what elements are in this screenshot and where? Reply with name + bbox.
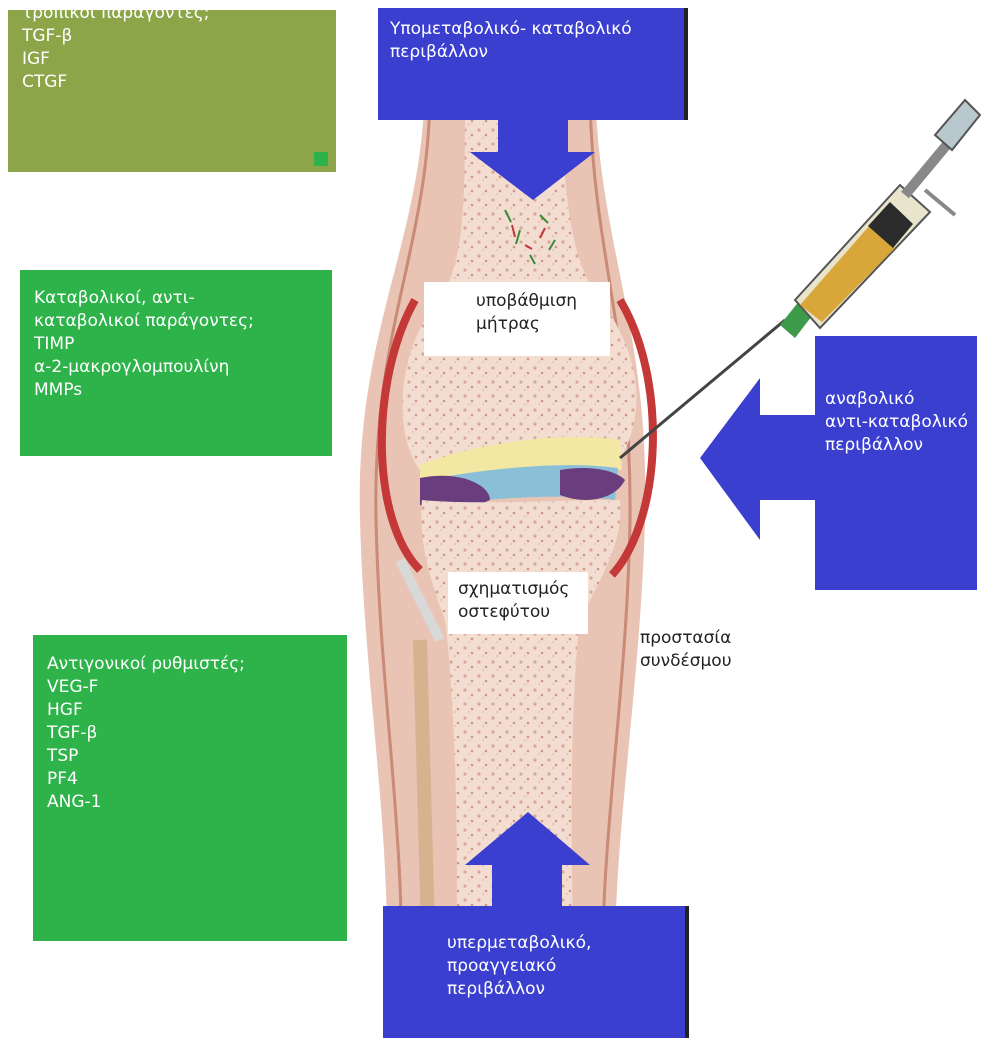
catabolic-item: α-2-μακρογλομπουλίνη bbox=[34, 356, 332, 379]
catabolic-heading-cont: καταβολικοί παράγοντες; bbox=[34, 310, 332, 333]
right-env-line: αντι-καταβολικό bbox=[825, 411, 977, 434]
catabolic-heading: Καταβολικοί, αντι- bbox=[34, 287, 332, 310]
right-env-line: αναβολικό bbox=[825, 388, 977, 411]
bottom-env-line: προαγγειακό bbox=[447, 955, 685, 978]
hypermetabolic-environment-box: υπερμεταβολικό, προαγγειακό περιβάλλον bbox=[383, 906, 689, 1038]
ligament-protection-label: προστασία συνδέσμου bbox=[632, 622, 772, 680]
catabolic-factors-box: Καταβολικοί, αντι- καταβολικοί παράγοντε… bbox=[20, 270, 332, 456]
angiogenic-regulators-box: Αντιγονικοί ρυθμιστές; VEG-F HGF TGF-β T… bbox=[33, 635, 347, 941]
angiogenic-item: PF4 bbox=[47, 768, 347, 791]
growth-factor-item: TGF-β bbox=[22, 25, 336, 48]
growth-factors-heading: τροπικοί παράγοντες; bbox=[22, 2, 336, 25]
right-env-line: περιβάλλον bbox=[825, 434, 977, 457]
anabolic-environment-box: αναβολικό αντι-καταβολικό περιβάλλον bbox=[815, 336, 977, 590]
angiogenic-item: TGF-β bbox=[47, 722, 347, 745]
osteophyte-label-line: σχηματισμός bbox=[458, 578, 588, 601]
ligament-label-line: προστασία bbox=[640, 627, 772, 650]
top-env-line: Υπομεταβολικό- καταβολικό bbox=[390, 18, 684, 41]
arrow-left-right bbox=[700, 378, 815, 540]
angiogenic-item: ANG-1 bbox=[47, 791, 347, 814]
angiogenic-heading: Αντιγονικοί ρυθμιστές; bbox=[47, 653, 347, 676]
hypometabolic-environment-box: Υπομεταβολικό- καταβολικό περιβάλλον bbox=[378, 8, 688, 120]
matrix-degradation-label: υποβάθμιση μήτρας bbox=[424, 282, 610, 356]
matrix-label-line: υποβάθμιση bbox=[476, 290, 610, 313]
catabolic-item: MMPs bbox=[34, 379, 332, 402]
matrix-label-line: μήτρας bbox=[476, 313, 610, 336]
bottom-env-line: περιβάλλον bbox=[447, 978, 685, 1001]
growth-factor-item: CTGF bbox=[22, 71, 336, 94]
ligament-label-line: συνδέσμου bbox=[640, 650, 772, 673]
angiogenic-item: HGF bbox=[47, 699, 347, 722]
bottom-env-line: υπερμεταβολικό, bbox=[447, 932, 685, 955]
growth-factor-item: IGF bbox=[22, 48, 336, 71]
osteophyte-label-line: οστεφύτου bbox=[458, 601, 588, 624]
top-env-line: περιβάλλον bbox=[390, 41, 684, 64]
osteophyte-label: σχηματισμός οστεφύτου bbox=[448, 572, 588, 634]
catabolic-item: TIMP bbox=[34, 333, 332, 356]
angiogenic-item: TSP bbox=[47, 745, 347, 768]
growth-factors-box: τροπικοί παράγοντες; TGF-β IGF CTGF bbox=[8, 10, 336, 172]
small-green-square bbox=[314, 152, 328, 166]
angiogenic-item: VEG-F bbox=[47, 676, 347, 699]
